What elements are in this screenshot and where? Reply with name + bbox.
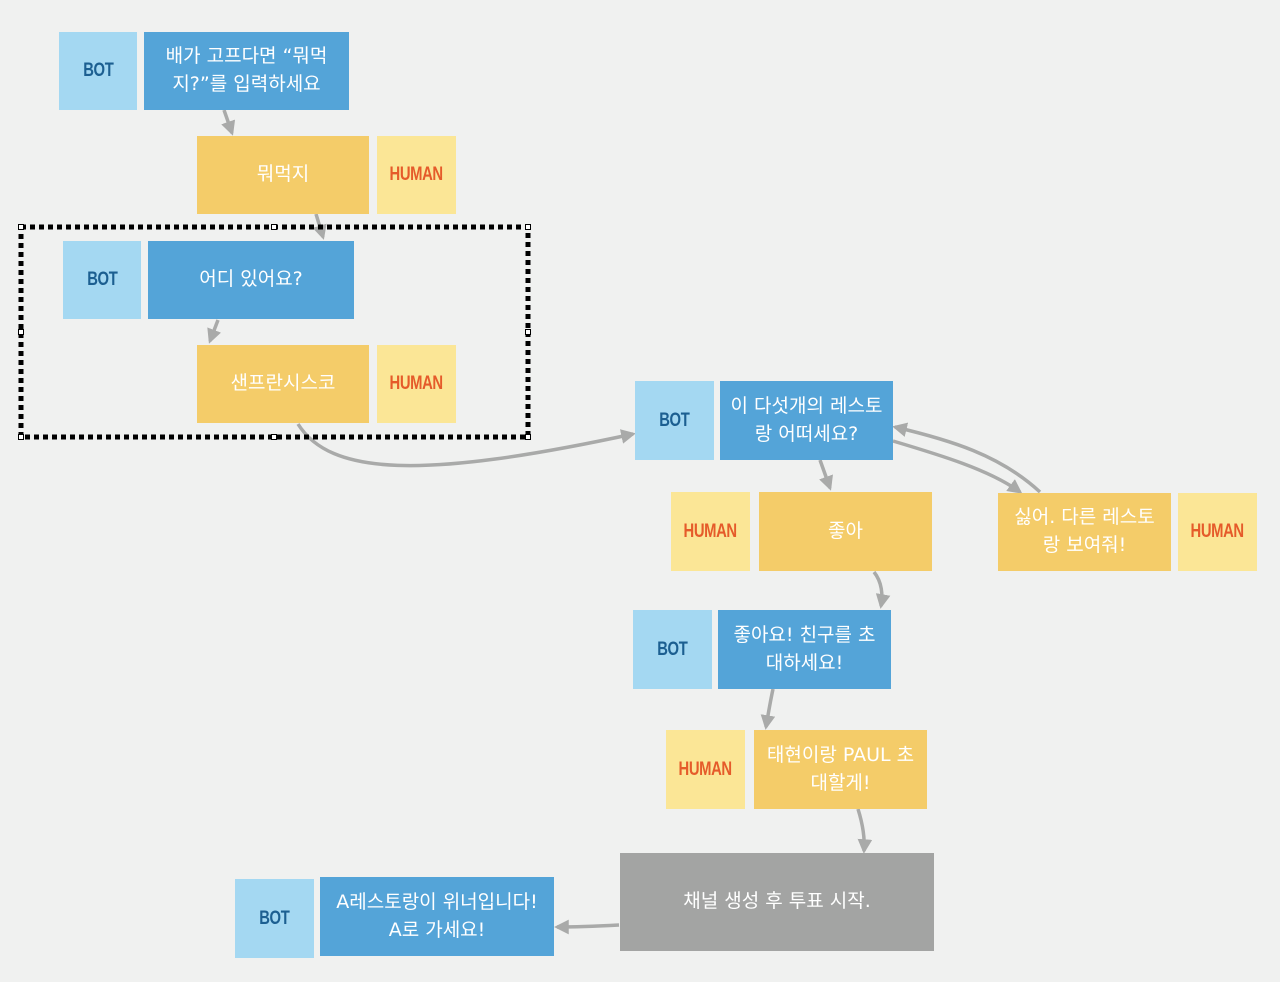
bot-tag[interactable]: BOT [635, 381, 714, 460]
human-tag-label: HUMAN [683, 520, 738, 542]
node-text: 채널 생성 후 투표 시작. [683, 890, 871, 913]
human-tag[interactable]: HUMAN [1178, 493, 1257, 571]
selection-handle-w[interactable] [18, 329, 24, 335]
node-text: A레스토랑이 위너입니다! A로 가세요! [336, 890, 538, 941]
bot-tag[interactable]: BOT [235, 879, 314, 958]
node-text: 샌프란시스코 [230, 372, 336, 395]
node-text: 배가 고프다면 “뭐먹지?”를 입력하세요 [165, 45, 328, 95]
arrow-n10-n11 [554, 919, 620, 935]
arrow-n6-n8 [872, 570, 891, 609]
arrow-n1-n2 [221, 109, 236, 136]
human-tag-label: HUMAN [389, 373, 444, 394]
bot-tag-label: BOT [259, 907, 290, 929]
selection-handle-nw[interactable] [18, 224, 24, 230]
arrow-n7-n5 [892, 422, 1042, 494]
arrow-n5-n6 [818, 459, 833, 491]
human-tag[interactable]: HUMAN [671, 492, 750, 571]
selection-handle-ne[interactable] [525, 224, 531, 230]
arrow-n5-n7 [892, 439, 1023, 494]
bot-tag-label: BOT [659, 409, 690, 431]
arrow-n8-n9 [760, 688, 776, 730]
human-tag-label: HUMAN [678, 758, 733, 780]
node-text: 이 다섯개의 레스토랑 어떠세요? [730, 394, 883, 445]
arrow-n4-n5 [296, 423, 636, 468]
human-tag-label: HUMAN [1190, 521, 1245, 542]
node-text: 좋아요! 친구를 초대하세요! [733, 623, 876, 674]
bot-message-1[interactable]: 배가 고프다면 “뭐먹지?”를 입력하세요 [144, 32, 349, 110]
node-text: 싫어. 다른 레스토랑 보여줘! [1014, 506, 1155, 556]
bot-tag-label: BOT [86, 269, 118, 290]
node-text: 태현이랑 PAUL 초대할게! [766, 743, 915, 794]
selection-handle-se[interactable] [525, 434, 531, 440]
human-tag[interactable]: HUMAN [666, 730, 745, 809]
bot-tag-label: BOT [657, 638, 688, 660]
bot-tag[interactable]: BOT [63, 241, 141, 319]
node-text: 뭐먹지 [256, 163, 310, 186]
bot-message-4[interactable]: 좋아요! 친구를 초대하세요! [718, 610, 891, 689]
human-message-2[interactable]: 샌프란시스코 [197, 345, 369, 423]
human-tag[interactable]: HUMAN [377, 136, 456, 214]
human-message-1[interactable]: 뭐먹지 [197, 136, 369, 214]
human-message-3[interactable]: 좋아 [759, 492, 932, 571]
selection-handle-n[interactable] [271, 224, 277, 230]
node-text: 좋아 [828, 519, 863, 542]
human-tag-label: HUMAN [389, 164, 444, 185]
human-message-4[interactable]: 싫어. 다른 레스토랑 보여줘! [998, 493, 1171, 571]
bot-tag[interactable]: BOT [59, 32, 137, 110]
human-message-5[interactable]: 태현이랑 PAUL 초대할게! [754, 730, 927, 809]
selection-handle-sw[interactable] [18, 434, 24, 440]
selection-handle-s[interactable] [271, 434, 277, 440]
arrow-n9-n10 [856, 808, 873, 854]
bot-tag[interactable]: BOT [633, 610, 712, 689]
human-tag[interactable]: HUMAN [377, 345, 456, 423]
system-step[interactable]: 채널 생성 후 투표 시작. [620, 853, 934, 951]
bot-message-5[interactable]: A레스토랑이 위너입니다! A로 가세요! [320, 877, 554, 956]
bot-message-3[interactable]: 이 다섯개의 레스토랑 어떠세요? [720, 381, 893, 460]
arrow-n3-n4 [207, 319, 222, 344]
bot-message-2[interactable]: 어디 있어요? [148, 241, 354, 319]
node-text: 어디 있어요? [199, 268, 303, 291]
bot-tag-label: BOT [82, 60, 114, 81]
selection-handle-e[interactable] [525, 329, 531, 335]
